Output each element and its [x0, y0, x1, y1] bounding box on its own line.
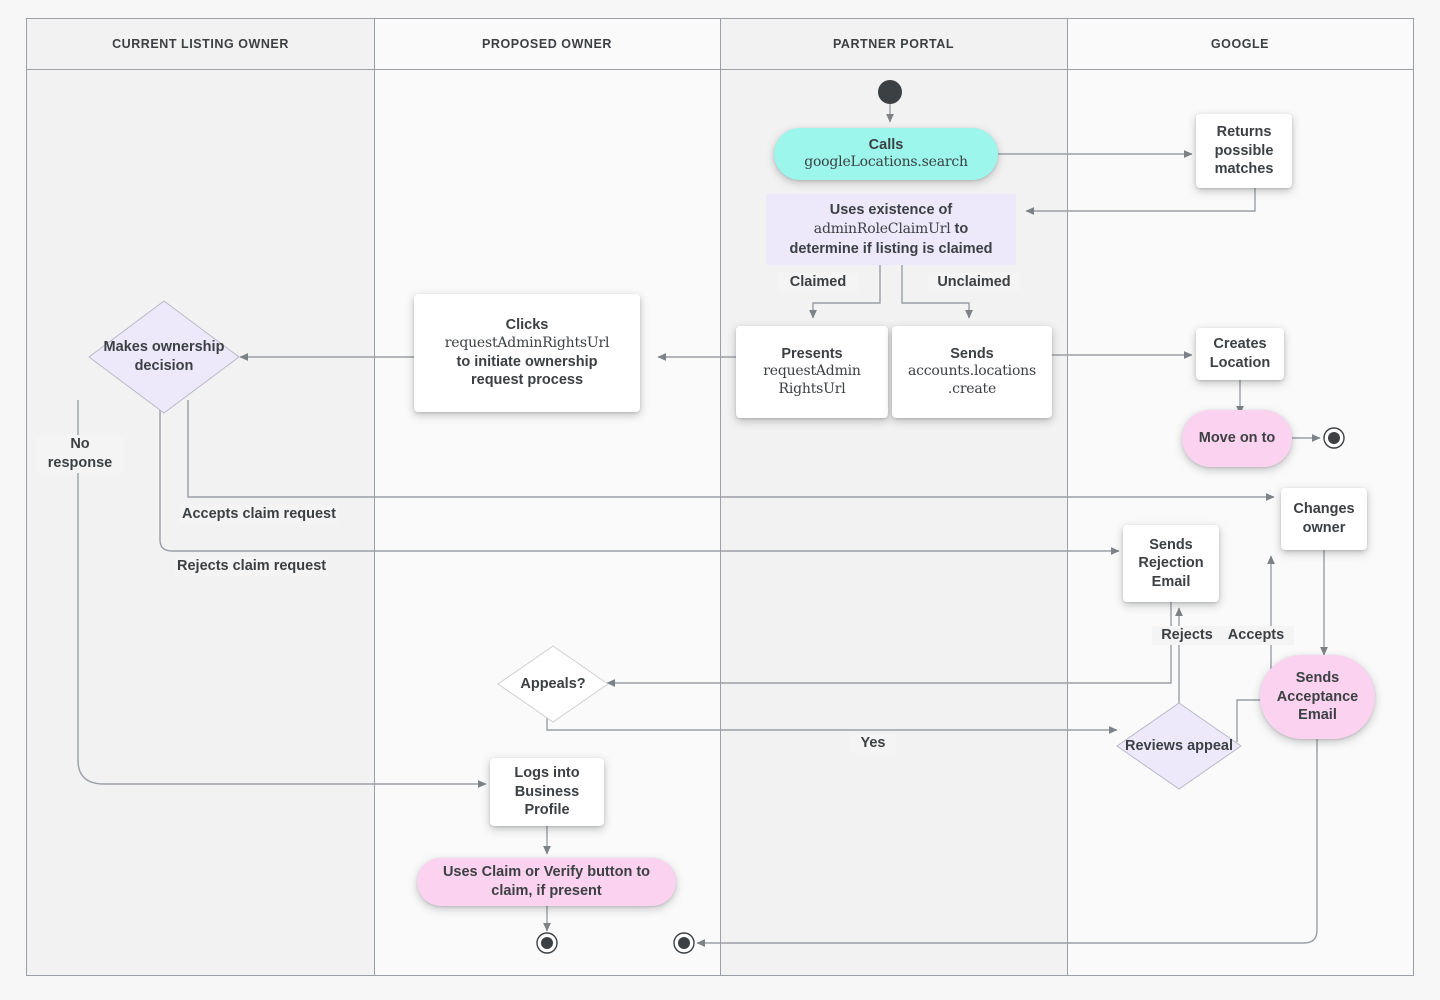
node-reviews-appeal[interactable]: Reviews appeal [1116, 702, 1242, 790]
edge-appeals-yes-to-reviews-appeal [546, 716, 1118, 734]
node-returns-line3: matches [1214, 161, 1274, 178]
node-reviews-appeal-label: Reviews appeal [1116, 702, 1242, 790]
node-logs-into-line2: Business [514, 783, 580, 800]
node-rejection-line3: Email [1151, 573, 1191, 590]
lane-header-partner-portal: PARTNER PORTAL [720, 19, 1067, 69]
edge-uses-to-sends-create [901, 265, 973, 319]
node-sends-create-line2: accounts.locations [908, 363, 1036, 380]
node-appeals-label: Appeals? [497, 645, 609, 723]
lane-title-proposed-owner: PROPOSED OWNER [482, 37, 612, 51]
node-clicks-line1: Clicks [505, 317, 549, 334]
edge-rejects-claim-to-rejection-email [159, 400, 1120, 555]
edge-uses-to-presents [809, 265, 881, 319]
node-uses-claim-or-verify-button[interactable]: Uses Claim or Verify button to claim, if… [417, 858, 676, 906]
edge-label-accepts: Accepts [1218, 626, 1294, 645]
node-acceptance-line3: Email [1298, 707, 1337, 724]
node-returns-possible-matches[interactable]: Returns possible matches [1196, 114, 1292, 188]
reviews-appeal-shape [1116, 702, 1242, 790]
edge-label-accepts-claim-request: Accepts claim request [180, 505, 338, 524]
lane-header-google: GOOGLE [1067, 19, 1413, 69]
node-sends-create-line3: .create [947, 381, 997, 398]
node-move-on-to-line1: Move on to [1198, 430, 1276, 447]
edge-label-rejects: Rejects [1152, 626, 1222, 645]
reviews-appeal-line2: appeal [1187, 737, 1233, 754]
node-creates-location-line1: Creates [1213, 336, 1267, 353]
lane-header-current-listing-owner: CURRENT LISTING OWNER [27, 19, 374, 69]
node-sends-accounts-locations-create[interactable]: Sends accounts.locations .create [892, 326, 1052, 418]
node-sends-rejection-email[interactable]: Sends Rejection Email [1123, 525, 1219, 602]
node-clicks-line3: to initiate ownership [456, 353, 598, 370]
edge-label-rejects-claim-request: Rejects claim request [175, 557, 329, 576]
node-sends-acceptance-email[interactable]: Sends Acceptance Email [1260, 655, 1375, 739]
edge-acceptance-email-to-end [696, 738, 1318, 947]
node-changes-owner-line2: owner [1302, 520, 1346, 536]
appeals-decision-shape [497, 645, 609, 723]
edge-label-yes: Yes [850, 734, 896, 753]
makes-ownership-decision-shape [88, 300, 240, 414]
edge-returns-to-uses [1025, 188, 1256, 215]
node-presents-line2: requestAdmin [763, 363, 861, 380]
node-calls-line2: googleLocations.search [804, 154, 968, 171]
reviews-appeal-line1: Reviews [1124, 737, 1184, 754]
node-returns-line2: possible [1214, 142, 1274, 159]
node-uses-claim-line1: Uses Claim or Verify button to [442, 864, 651, 881]
end-node-proposed-owner [536, 932, 558, 954]
end-node-google [1323, 427, 1345, 449]
lane-title-current-listing-owner: CURRENT LISTING OWNER [112, 37, 289, 51]
edge-label-claimed: Claimed [778, 273, 858, 292]
lane-title-google: GOOGLE [1210, 37, 1270, 51]
node-changes-owner[interactable]: Changes owner [1281, 488, 1367, 550]
node-uses-existence-admin-role-claim-url[interactable]: Uses existence of adminRoleClaimUrl to d… [766, 194, 1016, 265]
node-clicks-line4: request process [470, 372, 584, 389]
node-uses-line2: adminRoleClaimUrl to [814, 219, 968, 239]
edge-label-no-response: No response [36, 435, 124, 473]
lane-title-partner-portal: PARTNER PORTAL [832, 37, 955, 51]
node-presents-request-admin-rights-url[interactable]: Presents requestAdmin RightsUrl [736, 326, 888, 418]
node-logs-into-line3: Profile [524, 802, 570, 819]
decision-line1: Makes [103, 339, 148, 356]
node-acceptance-line1: Sends [1295, 670, 1340, 687]
node-rejection-line2: Rejection [1138, 555, 1204, 572]
end-node-partner-portal [673, 932, 695, 954]
edge-accepts-claim-to-changes-owner [187, 400, 1275, 501]
node-uses-line3: determine if listing is claimed [789, 240, 993, 257]
edge-label-unclaimed: Unclaimed [928, 273, 1020, 292]
node-calls-google-locations-search[interactable]: Calls googleLocations.search [774, 128, 998, 180]
appeals-line1: Appeals? [520, 675, 586, 692]
node-changes-owner-line1: Changes [1293, 501, 1355, 518]
node-rejection-line1: Sends [1149, 536, 1193, 553]
decision-line2: ownership [151, 339, 225, 356]
decision-line3: decision [134, 358, 194, 374]
node-sends-create-line1: Sends [950, 345, 994, 362]
node-clicks-line2: requestAdminRightsUrl [444, 334, 610, 351]
node-logs-into-line1: Logs into [514, 765, 580, 782]
node-appeals-decision[interactable]: Appeals? [497, 645, 609, 723]
edge-no-response-to-logs-into [77, 400, 487, 788]
node-presents-line1: Presents [781, 345, 843, 362]
start-node [878, 80, 902, 104]
node-acceptance-line2: Acceptance [1276, 688, 1359, 705]
node-makes-ownership-decision-label: Makes ownership decision [88, 300, 240, 414]
node-clicks-request-admin-rights-url[interactable]: Clicks requestAdminRightsUrl to initiate… [414, 294, 640, 412]
node-creates-location-line2: Location [1209, 355, 1271, 371]
node-logs-into-business-profile[interactable]: Logs into Business Profile [490, 758, 604, 826]
node-returns-line1: Returns [1216, 124, 1272, 141]
node-creates-location[interactable]: Creates Location [1196, 328, 1284, 380]
node-uses-line2-code: adminRoleClaimUrl [813, 221, 951, 238]
node-uses-line1: Uses existence of [829, 201, 953, 218]
node-uses-line2-suffix: to [950, 221, 969, 238]
edge-rejection-email-to-appeals [606, 602, 1172, 687]
node-calls-line1: Calls [868, 136, 904, 153]
node-makes-ownership-decision[interactable]: Makes ownership decision [88, 300, 240, 414]
lane-header-proposed-owner: PROPOSED OWNER [374, 19, 720, 69]
node-move-on-to[interactable]: Move on to [1182, 410, 1292, 467]
node-uses-claim-line2: claim, if present [491, 883, 602, 899]
node-presents-line3: RightsUrl [778, 381, 846, 398]
